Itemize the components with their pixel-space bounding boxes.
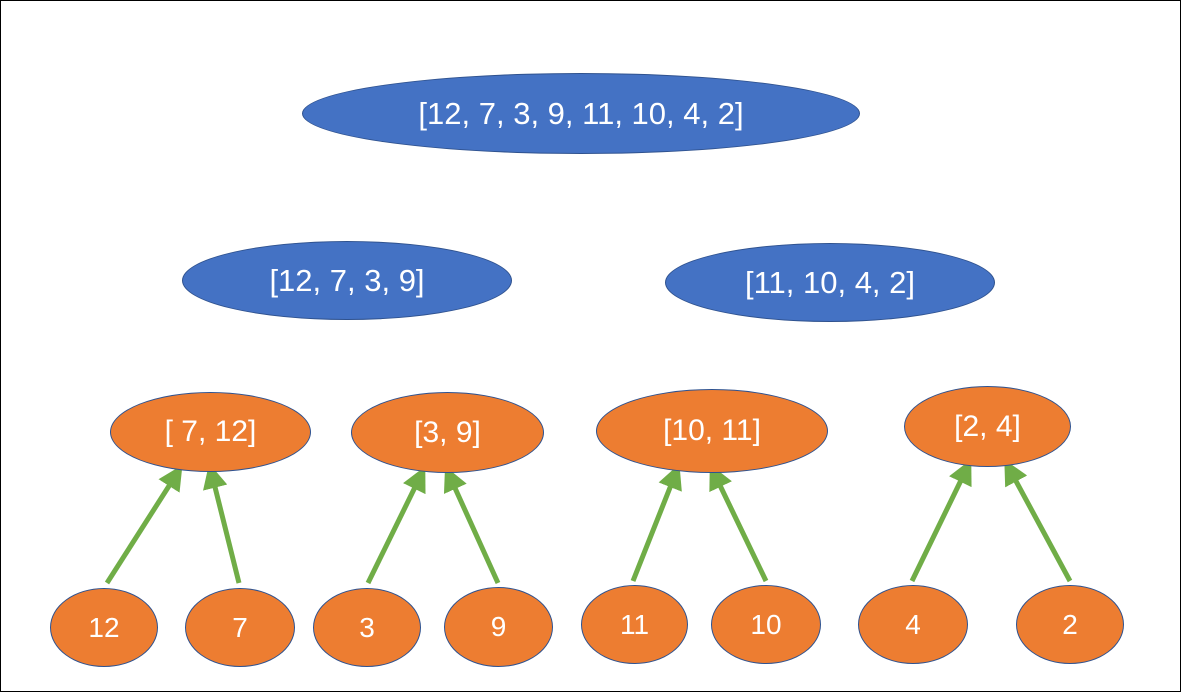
leaf-node-4: 9 — [444, 587, 553, 667]
leaf-node-3-label: 3 — [359, 611, 375, 643]
leaf-node-7: 4 — [858, 585, 968, 664]
arrow-leaf-4-to-pair-4 — [909, 459, 972, 583]
half-node-right: [11, 10, 4, 2] — [665, 243, 995, 322]
leaf-node-4-label: 9 — [490, 611, 507, 642]
half-node-left-label: [12, 7, 3, 9] — [269, 262, 425, 298]
leaf-node-8-label: 2 — [1062, 608, 1078, 640]
arrow-leaf-9-to-pair-2 — [443, 466, 501, 585]
half-node-left: [12, 7, 3, 9] — [182, 241, 512, 320]
pair-node-4: [2, 4] — [904, 386, 1071, 467]
leaf-node-6: 10 — [711, 585, 821, 664]
pair-node-1: [ 7, 12] — [110, 392, 311, 472]
leaf-node-1: 12 — [50, 588, 158, 667]
pair-node-1-label: [ 7, 12] — [164, 415, 257, 448]
root-node: [12, 7, 3, 9, 11, 10, 4, 2] — [302, 73, 860, 154]
pair-node-3: [10, 11] — [596, 389, 828, 473]
arrow-leaf-11-to-pair-3 — [630, 463, 682, 582]
leaf-node-3: 3 — [313, 588, 421, 667]
pair-node-4-label: [2, 4] — [954, 409, 1021, 443]
arrow-leaf-12-to-pair-1 — [104, 464, 183, 585]
leaf-node-8: 2 — [1016, 585, 1124, 664]
leaf-node-1-label: 12 — [88, 611, 120, 643]
arrow-leaf-7-to-pair-1 — [203, 463, 242, 584]
arrow-leaf-3-to-pair-2 — [365, 466, 426, 585]
leaf-node-2: 7 — [185, 588, 295, 667]
pair-node-2-label: [3, 9] — [414, 415, 481, 449]
pair-node-2: [3, 9] — [351, 392, 544, 473]
half-node-right-label: [11, 10, 4, 2] — [744, 264, 916, 300]
leaf-node-5: 11 — [581, 585, 688, 664]
leaf-node-7-label: 4 — [905, 608, 921, 640]
leaf-node-6-label: 10 — [750, 608, 782, 640]
leaf-node-2-label: 7 — [232, 611, 248, 643]
root-node-label: [12, 7, 3, 9, 11, 10, 4, 2] — [418, 95, 744, 131]
pair-node-3-label: [10, 11] — [663, 414, 761, 447]
arrow-leaf-2-to-pair-4 — [1004, 459, 1073, 583]
arrow-leaf-10-to-pair-3 — [709, 464, 769, 583]
leaf-node-5-label: 11 — [619, 608, 650, 640]
